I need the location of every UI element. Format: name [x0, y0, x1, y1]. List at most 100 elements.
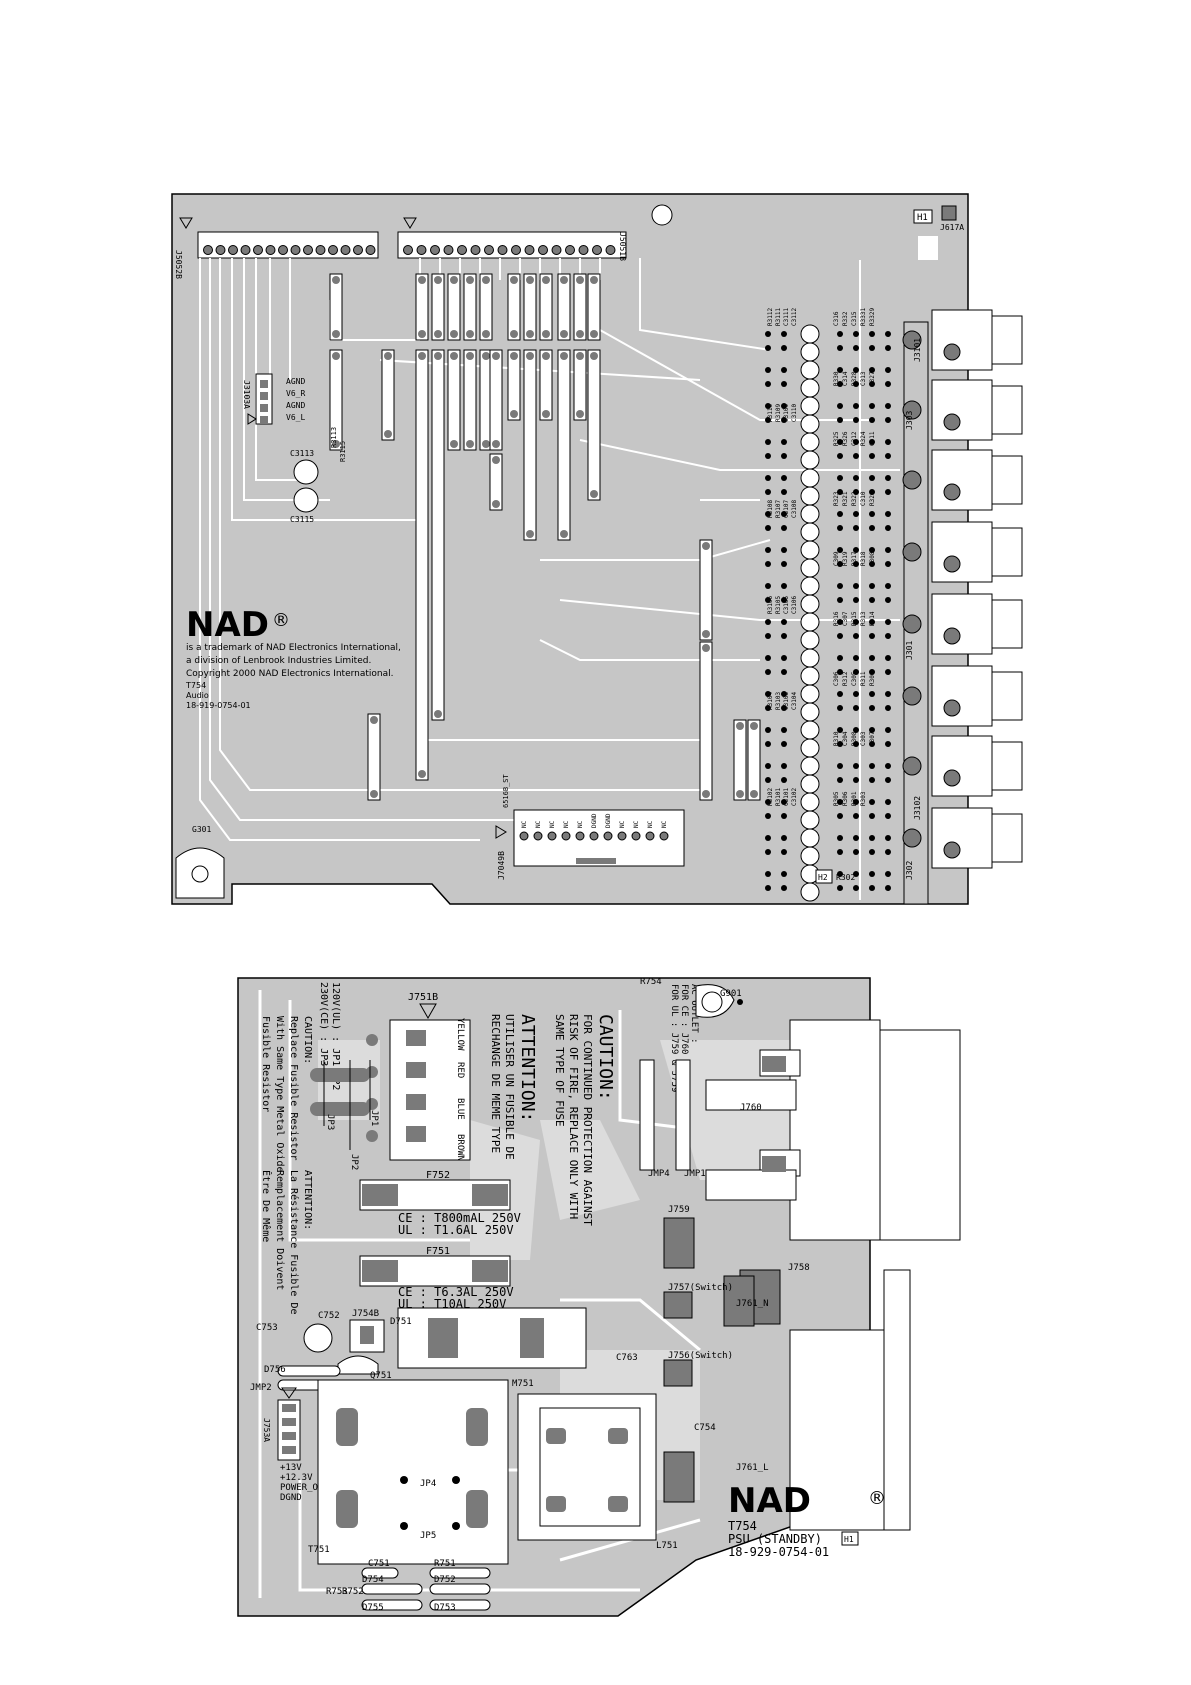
- part-pad: [853, 475, 859, 481]
- bottom-pin-label: NC: [619, 820, 626, 828]
- ac-outlet-3: FOR UL : J759 & J759: [669, 984, 679, 1092]
- audio-jumper-wires: [329, 273, 761, 801]
- part-label: C3104: [791, 692, 798, 710]
- part-pad: [885, 727, 891, 733]
- part-pad: [869, 439, 875, 445]
- part-pad: [765, 655, 771, 661]
- header-j753a-pins: [282, 1404, 296, 1454]
- jumper-wire: [507, 273, 521, 341]
- transistor-q751: [337, 1355, 379, 1375]
- part-pad: [853, 525, 859, 531]
- part-pad: [853, 561, 859, 567]
- part-label: R320: [869, 491, 876, 506]
- connector-pin: [511, 245, 521, 255]
- jumper-pad: [384, 430, 392, 438]
- psu-part-label: J760: [740, 1103, 762, 1113]
- rca-jack-pad: [943, 627, 961, 645]
- connector-pin: [265, 245, 276, 255]
- part-pad: [837, 871, 843, 877]
- connector-pin: [403, 245, 413, 255]
- part-label: R307: [869, 731, 876, 746]
- diode-d755: [361, 1599, 423, 1611]
- part-pad: [765, 633, 771, 639]
- part-pad: [765, 439, 771, 445]
- connector-left-label: J5052B: [174, 250, 183, 279]
- rca-jack-barrel: [991, 315, 1023, 365]
- part-pad: [765, 741, 771, 747]
- connector-mid-label: J5051B: [618, 232, 627, 261]
- ac-pad-2: [762, 1156, 786, 1172]
- jumper-wire: [557, 349, 571, 541]
- jumper-pad: [560, 330, 568, 338]
- trademark-line-1: is a trademark of NAD Electronics Intern…: [186, 643, 401, 653]
- part-pad: [837, 619, 843, 625]
- part-pad: [885, 633, 891, 639]
- part-pad: [869, 403, 875, 409]
- header-pin1-marker: [247, 413, 257, 425]
- rca-jack-barrel: [991, 599, 1023, 649]
- electrolytic-capacitor: [800, 774, 820, 794]
- connector-pin: [430, 245, 440, 255]
- part-label: R3102: [767, 788, 774, 806]
- part-pad: [885, 799, 891, 805]
- bottom-pin-label: NC: [577, 820, 584, 828]
- psu-part-label: D752: [434, 1575, 456, 1585]
- jumper-pad: [750, 790, 758, 798]
- part-label: R3101: [775, 788, 782, 806]
- part-pad: [765, 547, 771, 553]
- cutout-top-right: [918, 236, 938, 260]
- part-pad: [837, 777, 843, 783]
- part-pad: [853, 871, 859, 877]
- part-pad: [781, 835, 787, 841]
- part-pad: [781, 381, 787, 387]
- caution-fr-4: Être De Même: [260, 1170, 273, 1242]
- electrolytic-capacitor: [800, 378, 820, 398]
- part-pad: [781, 417, 787, 423]
- part-label: R316: [833, 611, 840, 626]
- jumper-pad: [418, 330, 426, 338]
- connector-pin: [406, 1094, 426, 1110]
- header-pin-label-3: AGND: [286, 401, 305, 410]
- connector-pin: [578, 245, 589, 255]
- caution-en-3: With Same Type Metal Oxide: [274, 1016, 285, 1173]
- connector-pin: [406, 1030, 426, 1046]
- part-label: R3106: [767, 596, 774, 614]
- psu-part-label: C753: [256, 1323, 278, 1333]
- electrolytic-capacitor: [800, 828, 820, 848]
- connector-pin: [538, 245, 548, 255]
- j751b-pin1-marker: [419, 1003, 437, 1020]
- jumper-pad: [542, 276, 550, 284]
- choke-l751-core: [539, 1407, 641, 1527]
- jumper-pad: [576, 410, 584, 418]
- jumper-pad: [702, 790, 710, 798]
- part-pad: [765, 403, 771, 409]
- part-pad: [885, 655, 891, 661]
- part-pad: [765, 583, 771, 589]
- part-pad: [781, 691, 787, 697]
- j754b-pad: [360, 1326, 374, 1344]
- part-label: C3111: [783, 308, 790, 326]
- psu-part-label: JP4: [420, 1479, 436, 1489]
- part-pad: [885, 777, 891, 783]
- jumper-wire: [431, 273, 445, 341]
- jumper-pad: [590, 490, 598, 498]
- part-label: R3111: [775, 308, 782, 326]
- part-pad: [837, 489, 843, 495]
- psu-part-number: 18-929-0754-01: [728, 1545, 829, 1559]
- caution-en-1: CAUTION:: [302, 1016, 313, 1064]
- part-pad: [837, 597, 843, 603]
- connector-pin: [443, 245, 454, 255]
- trademark-line-2: a division of Lenbrook Industries Limite…: [186, 656, 371, 666]
- rca-jack-barrel: [991, 741, 1023, 791]
- part-pad: [869, 835, 875, 841]
- part-pad: [781, 705, 787, 711]
- part-label: C315: [851, 311, 858, 326]
- part-pad: [837, 633, 843, 639]
- psu-part-label: R751: [434, 1559, 456, 1569]
- ac-inlet-body: [879, 1029, 961, 1241]
- part-pad: [837, 655, 843, 661]
- header-pin-label-1: AGND: [286, 377, 305, 386]
- rca-jack-pad: [943, 343, 961, 361]
- part-pad: [837, 741, 843, 747]
- bottom-pin: [589, 831, 599, 841]
